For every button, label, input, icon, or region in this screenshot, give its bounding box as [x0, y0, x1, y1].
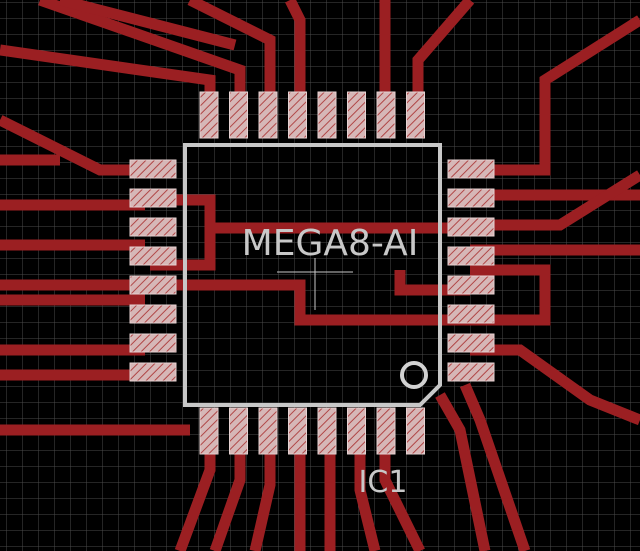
pad-top-3[interactable]: [258, 91, 278, 139]
component-designator-label[interactable]: IC1: [359, 465, 408, 500]
pad-right-4[interactable]: [447, 246, 495, 266]
pad-right-7[interactable]: [447, 333, 495, 353]
pad-top-2[interactable]: [229, 91, 248, 139]
trace[interactable]: [470, 15, 640, 176]
pad-bottom-2[interactable]: [229, 407, 248, 455]
pad-left-7[interactable]: [129, 333, 177, 353]
trace[interactable]: [187, 0, 276, 110]
pad-bottom-8[interactable]: [406, 407, 425, 455]
pad-top-4[interactable]: [288, 91, 307, 139]
pad-right-3[interactable]: [447, 217, 495, 237]
pad-bottom-3[interactable]: [258, 407, 278, 455]
pad-top-5[interactable]: [317, 91, 337, 139]
pad-bottom-4[interactable]: [288, 407, 307, 455]
pad-bottom-5[interactable]: [317, 407, 337, 455]
pad-right-5[interactable]: [447, 275, 495, 295]
pad-top-6[interactable]: [347, 91, 366, 139]
pad-right-1[interactable]: [447, 159, 495, 179]
trace[interactable]: [150, 264, 551, 326]
pin1-marker: [400, 361, 428, 389]
pad-bottom-6[interactable]: [347, 407, 366, 455]
trace[interactable]: [470, 170, 640, 231]
chip-body-outline[interactable]: [183, 143, 442, 407]
trace[interactable]: [354, 440, 381, 551]
pad-left-3[interactable]: [129, 217, 177, 237]
pads-layer: [129, 91, 495, 455]
origin-crosshair: [277, 258, 353, 310]
pad-bottom-1[interactable]: [199, 407, 219, 455]
pad-left-5[interactable]: [129, 275, 177, 295]
pad-top-1[interactable]: [199, 91, 219, 139]
pad-bottom-7[interactable]: [376, 407, 396, 455]
pad-top-7[interactable]: [376, 91, 396, 139]
pad-right-8[interactable]: [447, 362, 495, 382]
pad-right-6[interactable]: [447, 304, 495, 324]
pad-left-2[interactable]: [129, 188, 177, 208]
pad-left-8[interactable]: [129, 362, 177, 382]
trace[interactable]: [435, 392, 491, 551]
pad-left-1[interactable]: [129, 159, 177, 179]
pad-left-6[interactable]: [129, 304, 177, 324]
trace[interactable]: [249, 440, 276, 551]
pad-top-8[interactable]: [406, 91, 425, 139]
trace[interactable]: [394, 270, 470, 296]
pad-left-4[interactable]: [129, 246, 177, 266]
trace[interactable]: [58, 0, 237, 51]
trace[interactable]: [459, 382, 531, 551]
trace[interactable]: [470, 344, 640, 426]
component-value-label[interactable]: MEGA8-AI: [242, 223, 419, 264]
trace[interactable]: [285, 0, 306, 110]
pad-right-2[interactable]: [447, 188, 495, 208]
